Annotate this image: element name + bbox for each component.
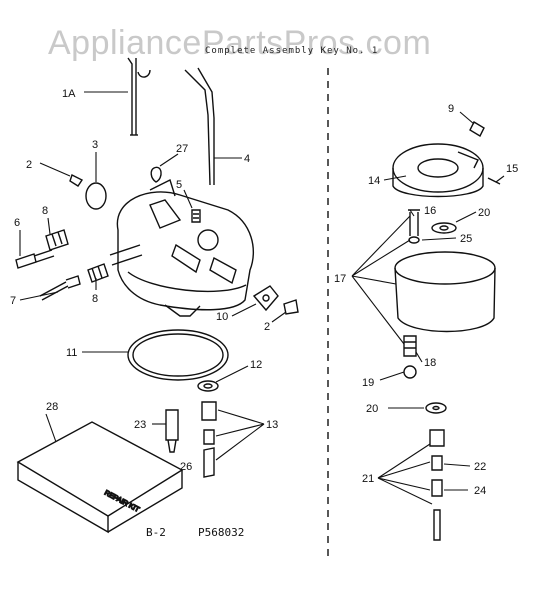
screw-5 [191, 209, 201, 223]
screw-2-upper [69, 174, 84, 187]
callout-19: 19 [362, 377, 374, 389]
assembly-header: Complete Assembly Key No. 1 [205, 46, 379, 56]
callout-11: 11 [66, 347, 77, 359]
figure-id: B-2 [146, 526, 166, 539]
callout-24: 24 [474, 485, 486, 497]
callout-22: 22 [474, 461, 486, 473]
callout-10: 10 [216, 311, 228, 323]
float-bowl [394, 251, 496, 333]
callout-3: 3 [92, 139, 98, 151]
spring-27 [150, 166, 162, 183]
callout-2: 2 [26, 159, 32, 171]
screw-15 [487, 177, 501, 185]
callout-12: 12 [250, 359, 262, 371]
spring-18 [403, 335, 417, 357]
seat-13 [201, 401, 217, 478]
callout-21: 21 [362, 473, 374, 485]
float-14 [392, 143, 484, 198]
spring-8-lower [87, 263, 109, 283]
callout-16: 16 [424, 205, 436, 217]
callout-2-lower: 2 [264, 321, 270, 333]
callout-26: 26 [180, 461, 192, 473]
screw-16 [408, 209, 420, 236]
callout-9: 9 [448, 103, 454, 115]
callout-8-upper: 8 [42, 205, 48, 217]
callout-20-lower: 20 [366, 403, 378, 415]
throttle-rod [127, 57, 151, 136]
callout-labels: 1A 2 3 27 4 5 6 8 7 8 10 2 11 12 13 23 2… [10, 88, 518, 497]
callout-28: 28 [46, 401, 58, 413]
bowl-gasket [127, 329, 229, 381]
repair-kit-label: REPAIR KIT [103, 490, 141, 515]
callout-13: 13 [266, 419, 278, 431]
callout-4: 4 [244, 153, 250, 165]
callout-8-lower: 8 [92, 293, 98, 305]
washer-12 [197, 380, 219, 392]
washer-20-lower [425, 402, 447, 414]
choke-rod [184, 67, 215, 186]
throttle-plate [85, 182, 107, 210]
callout-6: 6 [14, 217, 20, 229]
jet-23 [165, 409, 179, 453]
watermark: AppliancePartsPros.com [48, 24, 432, 62]
callout-1a: 1A [62, 88, 76, 100]
callout-18: 18 [424, 357, 436, 369]
spring-8-upper [45, 229, 69, 251]
callout-17: 17 [334, 273, 346, 285]
carburetor-body [109, 179, 254, 317]
idle-screw-6 [15, 249, 55, 269]
part-number: P568032 [198, 526, 245, 539]
drain-valve-parts [429, 429, 445, 541]
callout-7: 7 [10, 295, 16, 307]
pin-9 [469, 121, 485, 137]
screw-2-lower [283, 299, 299, 315]
callout-23: 23 [134, 419, 146, 431]
callout-27: 27 [176, 143, 188, 155]
washer-25 [408, 236, 420, 244]
nut-19 [403, 365, 417, 379]
callout-14: 14 [368, 175, 380, 187]
bracket-10 [252, 285, 279, 312]
callout-5: 5 [176, 179, 182, 191]
repair-kit-box [16, 421, 184, 534]
callout-20-upper: 20 [478, 207, 490, 219]
callout-15: 15 [506, 163, 518, 175]
washer-20-upper [431, 222, 457, 234]
leader-lines [19, 91, 505, 505]
callout-25: 25 [460, 233, 472, 245]
needle-7 [39, 275, 81, 301]
